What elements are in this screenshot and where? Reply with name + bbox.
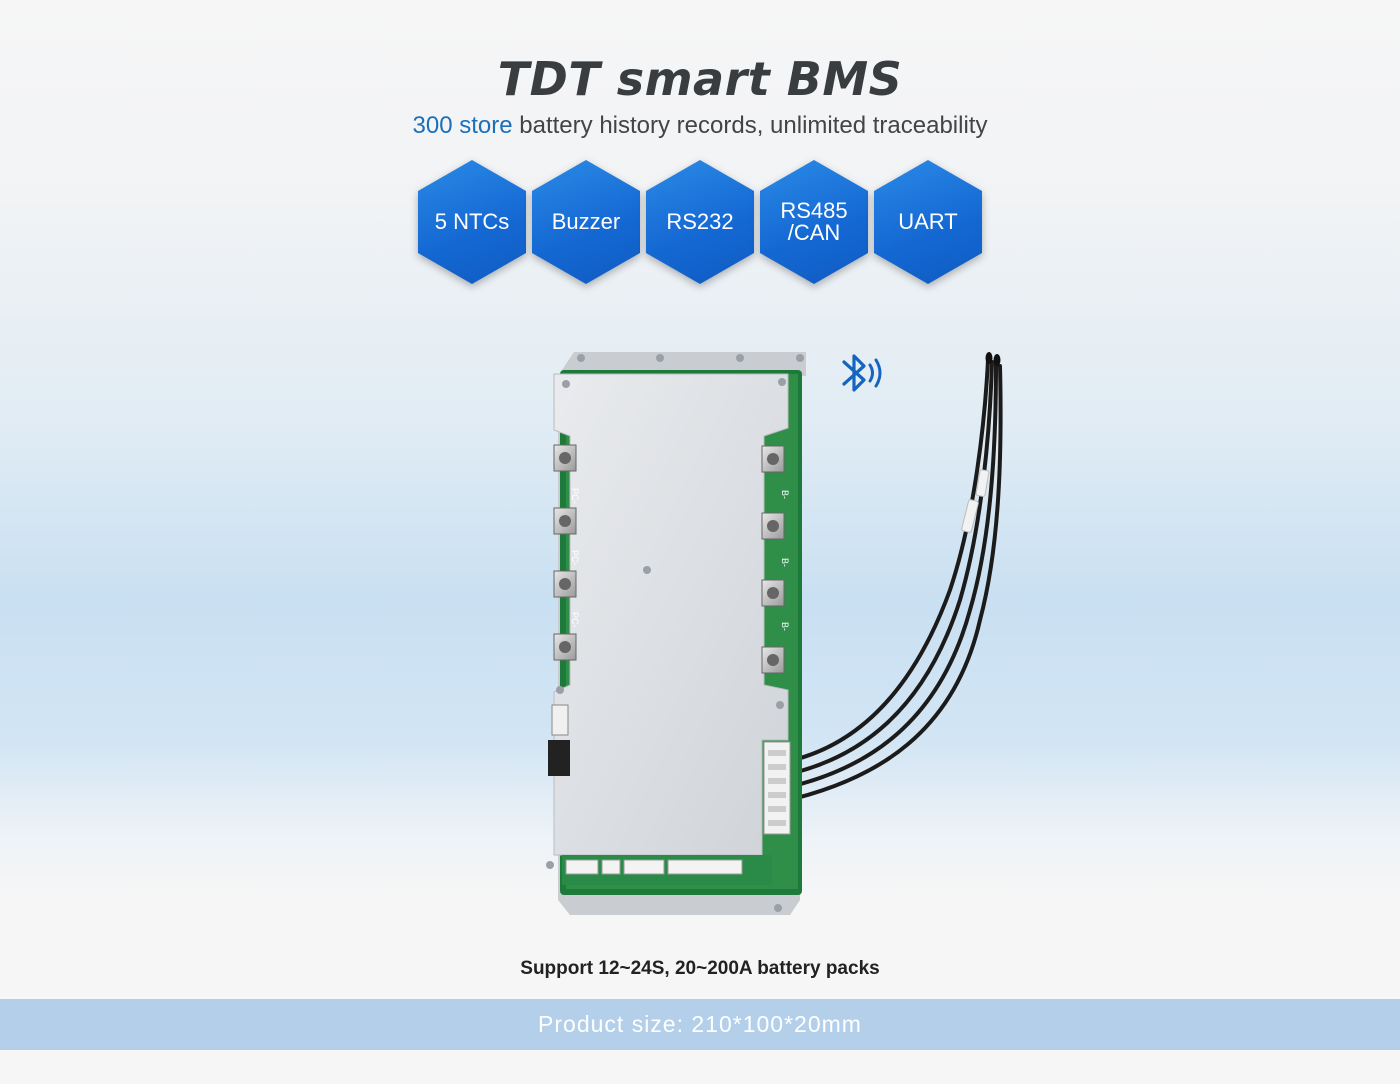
- terminal: [761, 646, 785, 674]
- terminal: [553, 570, 577, 598]
- feature-badge-uart: UART: [874, 160, 982, 284]
- feature-badge-label: UART: [898, 209, 958, 234]
- subtitle-text: battery history records, unlimited trace…: [512, 112, 988, 139]
- connector: [667, 859, 743, 875]
- terminal: [553, 444, 577, 472]
- product-size-band: Product size: 210*100*20mm: [0, 999, 1400, 1050]
- ntc-probe-tip: [985, 352, 993, 364]
- feature-badge-ntc: 5 NTCs: [418, 160, 526, 284]
- bms-board-image: PC- PC- PC- B- B- B-: [546, 352, 806, 915]
- bluetooth-icon: [842, 354, 882, 392]
- feature-badge-label: 5 NTCs: [434, 209, 510, 234]
- wire-label-sleeve: [961, 499, 979, 533]
- support-text: Support 12~24S, 20~200A battery packs: [520, 958, 880, 979]
- pcb-label: B-: [780, 490, 790, 499]
- pcb-label: PC-: [570, 488, 580, 504]
- feature-badge-rs232: RS232: [646, 160, 754, 284]
- product-size-text: Product size: 210*100*20mm: [538, 1011, 862, 1037]
- wire-label-sleeve: [975, 469, 990, 497]
- ntc-wires: [778, 352, 1003, 800]
- ntc-connector: [763, 741, 791, 835]
- pcb-label: PC-: [570, 550, 580, 566]
- pcb-label: B-: [780, 558, 790, 567]
- connector: [551, 704, 569, 736]
- feature-badge-rs485-can: RS485 /CAN: [760, 160, 868, 284]
- pcb-label: B-: [780, 622, 790, 631]
- feature-badge-label: RS485 /CAN: [780, 198, 848, 245]
- terminal: [553, 633, 577, 661]
- ntc-probe-tip: [993, 354, 1001, 366]
- terminal: [761, 445, 785, 473]
- subtitle: 300 store battery history records, unlim…: [0, 112, 1400, 140]
- subtitle-accent: 300 store: [412, 112, 513, 139]
- terminal: [553, 507, 577, 535]
- page-title: TDT smart BMS: [497, 52, 903, 106]
- pcb-label: PC-: [570, 612, 580, 628]
- connector: [548, 740, 570, 776]
- connector: [565, 859, 599, 875]
- terminal: [761, 512, 785, 540]
- feature-badge-label: Buzzer: [551, 209, 621, 234]
- connector: [623, 859, 665, 875]
- connector: [601, 859, 621, 875]
- feature-badge-buzzer: Buzzer: [532, 160, 640, 284]
- feature-badges: 5 NTCs Buzzer RS232 RS485 /CAN UART: [0, 160, 1400, 286]
- terminal: [761, 579, 785, 607]
- feature-badge-label: RS232: [666, 209, 734, 234]
